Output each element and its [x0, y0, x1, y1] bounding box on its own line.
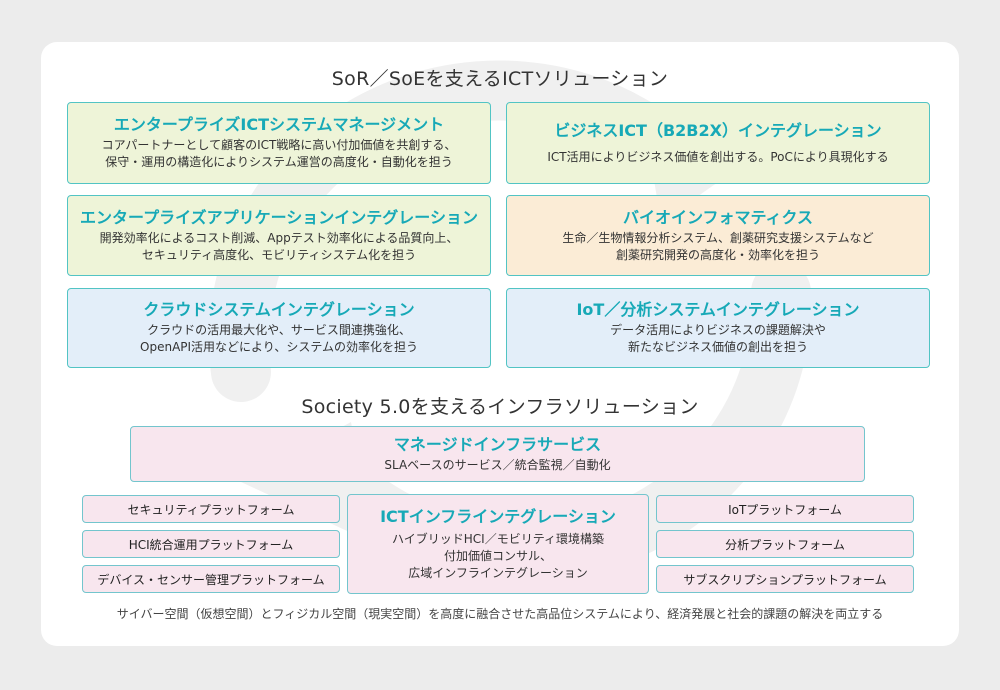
- card-desc-line: データ活用によりビジネスの課題解決や: [610, 323, 826, 337]
- card-ict-infra-integration: ICTインフラインテグレーション ハイブリッドHCI／モビリティ環境構築 付加価…: [347, 494, 649, 594]
- society-section-title: Society 5.0を支えるインフラソリューション: [301, 396, 699, 418]
- card-desc-line: 保守・運用の構造化によりシステム運営の高度化・自動化を担う: [105, 155, 453, 169]
- card-desc-line: ICT活用によりビジネス価値を創出する。PoCにより具現化する: [547, 149, 889, 164]
- card-desc-line: ハイブリッドHCI／モビリティ環境構築: [392, 531, 604, 546]
- subscription-platform: サブスクリプションプラットフォーム: [656, 565, 914, 593]
- card-desc-line: 新たなビジネス価値の創出を担う: [627, 340, 808, 354]
- analytics-platform: 分析プラットフォーム: [656, 530, 914, 558]
- card-desc-line: 付加価値コンサル、: [443, 548, 552, 563]
- card-desc-line: セキュリティ高度化、モビリティシステム化を担う: [141, 247, 417, 262]
- card-desc-line: 開発効率化によるコスト削減、Appテスト効率化による品質向上、: [99, 230, 459, 245]
- card-title: エンタープライズアプリケーションインテグレーション: [80, 207, 478, 227]
- card-cloud-system-integration: クラウドシステムインテグレーション クラウドの活用最大化や、サービス間連携強化、…: [67, 288, 491, 368]
- card-desc-line: 創薬研究開発の高度化・効率化を担う: [615, 247, 820, 262]
- card-iot-analytics-integration: IoT／分析システムインテグレーション データ活用によりビジネスの課題解決や 新…: [506, 288, 930, 368]
- card-desc: SLAベースのサービス／統合監視／自動化: [384, 457, 611, 472]
- card-title: マネージドインフラサービス: [393, 434, 602, 454]
- card-title: クラウドシステムインテグレーション: [143, 300, 415, 319]
- card-business-ict-integration: ビジネスICT（B2B2X）インテグレーション ICT活用によりビジネス価値を創…: [506, 102, 930, 184]
- card-title: ビジネスICT（B2B2X）インテグレーション: [554, 120, 882, 140]
- card-desc-line: クラウドの活用最大化や、サービス間連携強化、: [147, 323, 411, 337]
- hci-integrated-ops-platform: HCI統合運用プラットフォーム: [82, 530, 340, 558]
- device-sensor-management-platform: デバイス・センサー管理プラットフォーム: [82, 565, 340, 593]
- sor-section-title: SoR／SoEを支えるICTソリューション: [331, 68, 669, 90]
- card-desc-line: 広域インフラインテグレーション: [408, 565, 588, 580]
- card-enterprise-app-integration: エンタープライズアプリケーションインテグレーション 開発効率化によるコスト削減、…: [67, 195, 491, 276]
- iot-platform: IoTプラットフォーム: [656, 495, 914, 523]
- card-desc-line: 生命／生物情報分析システム、創薬研究支援システムなど: [562, 230, 874, 245]
- card-title: ICTインフラインテグレーション: [380, 506, 616, 526]
- card-bioinformatics: バイオインフォマティクス 生命／生物情報分析システム、創薬研究支援システムなど …: [506, 195, 930, 276]
- diagram-panel: SoR／SoEを支えるICTソリューション エンタープライズICTシステムマネー…: [41, 42, 959, 646]
- security-platform: セキュリティプラットフォーム: [82, 495, 340, 523]
- card-title: バイオインフォマティクス: [622, 207, 814, 227]
- card-desc-line: コアパートナーとして顧客のICT戦略に高い付加価値を共創する、: [101, 138, 457, 152]
- card-title: エンタープライズICTシステムマネージメント: [113, 115, 445, 134]
- card-desc-line: OpenAPI活用などにより、システムの効率化を担う: [140, 340, 418, 354]
- card-enterprise-ict-management: エンタープライズICTシステムマネージメント コアパートナーとして顧客のICT戦…: [67, 102, 491, 184]
- card-managed-infra-service: マネージドインフラサービス SLAベースのサービス／統合監視／自動化: [130, 426, 865, 482]
- card-title: IoT／分析システムインテグレーション: [576, 300, 860, 319]
- footer-caption: サイバー空間（仮想空間）とフィジカル空間（現実空間）を高度に融合させた高品位シス…: [116, 607, 884, 621]
